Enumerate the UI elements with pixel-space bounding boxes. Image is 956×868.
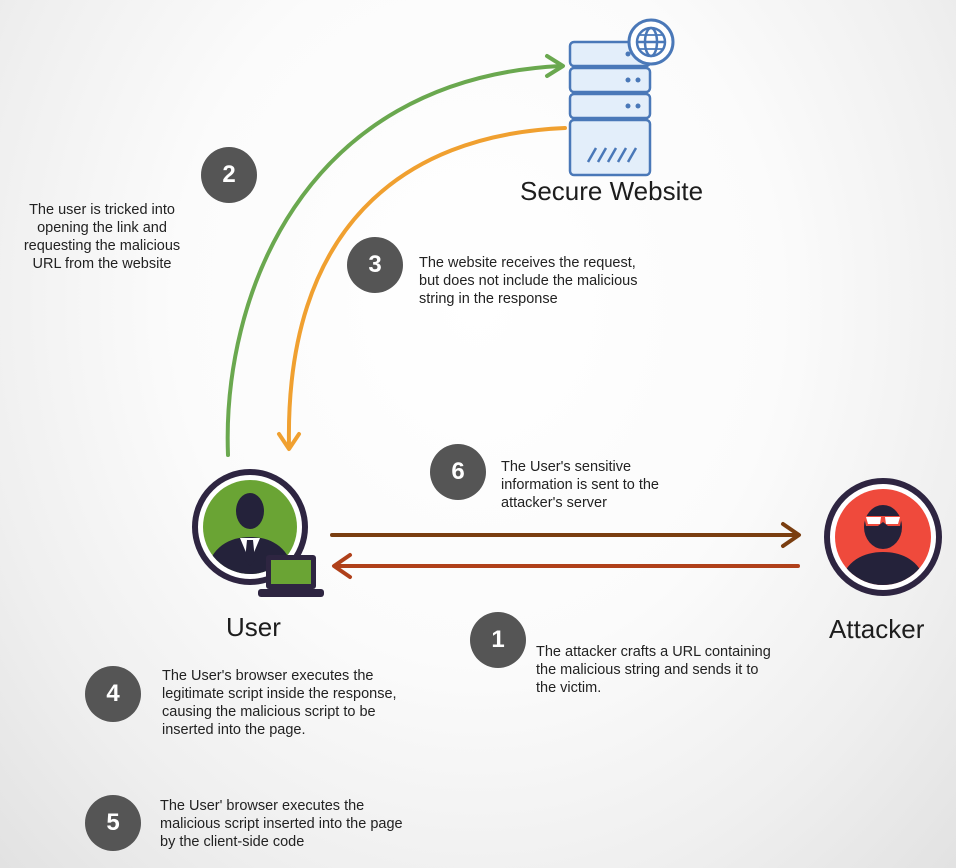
step-2-badge: 2 [201, 147, 257, 203]
step-1-badge: 1 [470, 612, 526, 668]
step-4-text: The User's browser executes the legitima… [162, 668, 397, 738]
website-label: Secure Website [520, 176, 704, 206]
step-1-text: The attacker crafts a URL containing the… [536, 644, 771, 696]
step-2-text: The user is tricked into opening the lin… [23, 202, 181, 272]
step-6-text: The User's sensitive information is sent… [501, 459, 659, 511]
response-arrow [277, 126, 567, 451]
hacker-icon [824, 478, 942, 596]
exfiltration-arrow [330, 522, 801, 548]
attacker-label: Attacker [829, 614, 925, 644]
step-5-badge: 5 [85, 795, 141, 851]
step-4-badge: 4 [85, 666, 141, 722]
step-3-badge: 3 [347, 237, 403, 293]
malicious-url-arrow [332, 553, 800, 579]
step-5-text: The User' browser executes the malicious… [160, 798, 403, 850]
user-label: User [226, 612, 281, 642]
step-3-text: The website receives the request, but do… [419, 255, 638, 307]
server-globe-icon [568, 18, 675, 177]
request-arrow [225, 54, 565, 457]
user-laptop-icon [192, 469, 324, 597]
step-6-badge: 6 [430, 444, 486, 500]
